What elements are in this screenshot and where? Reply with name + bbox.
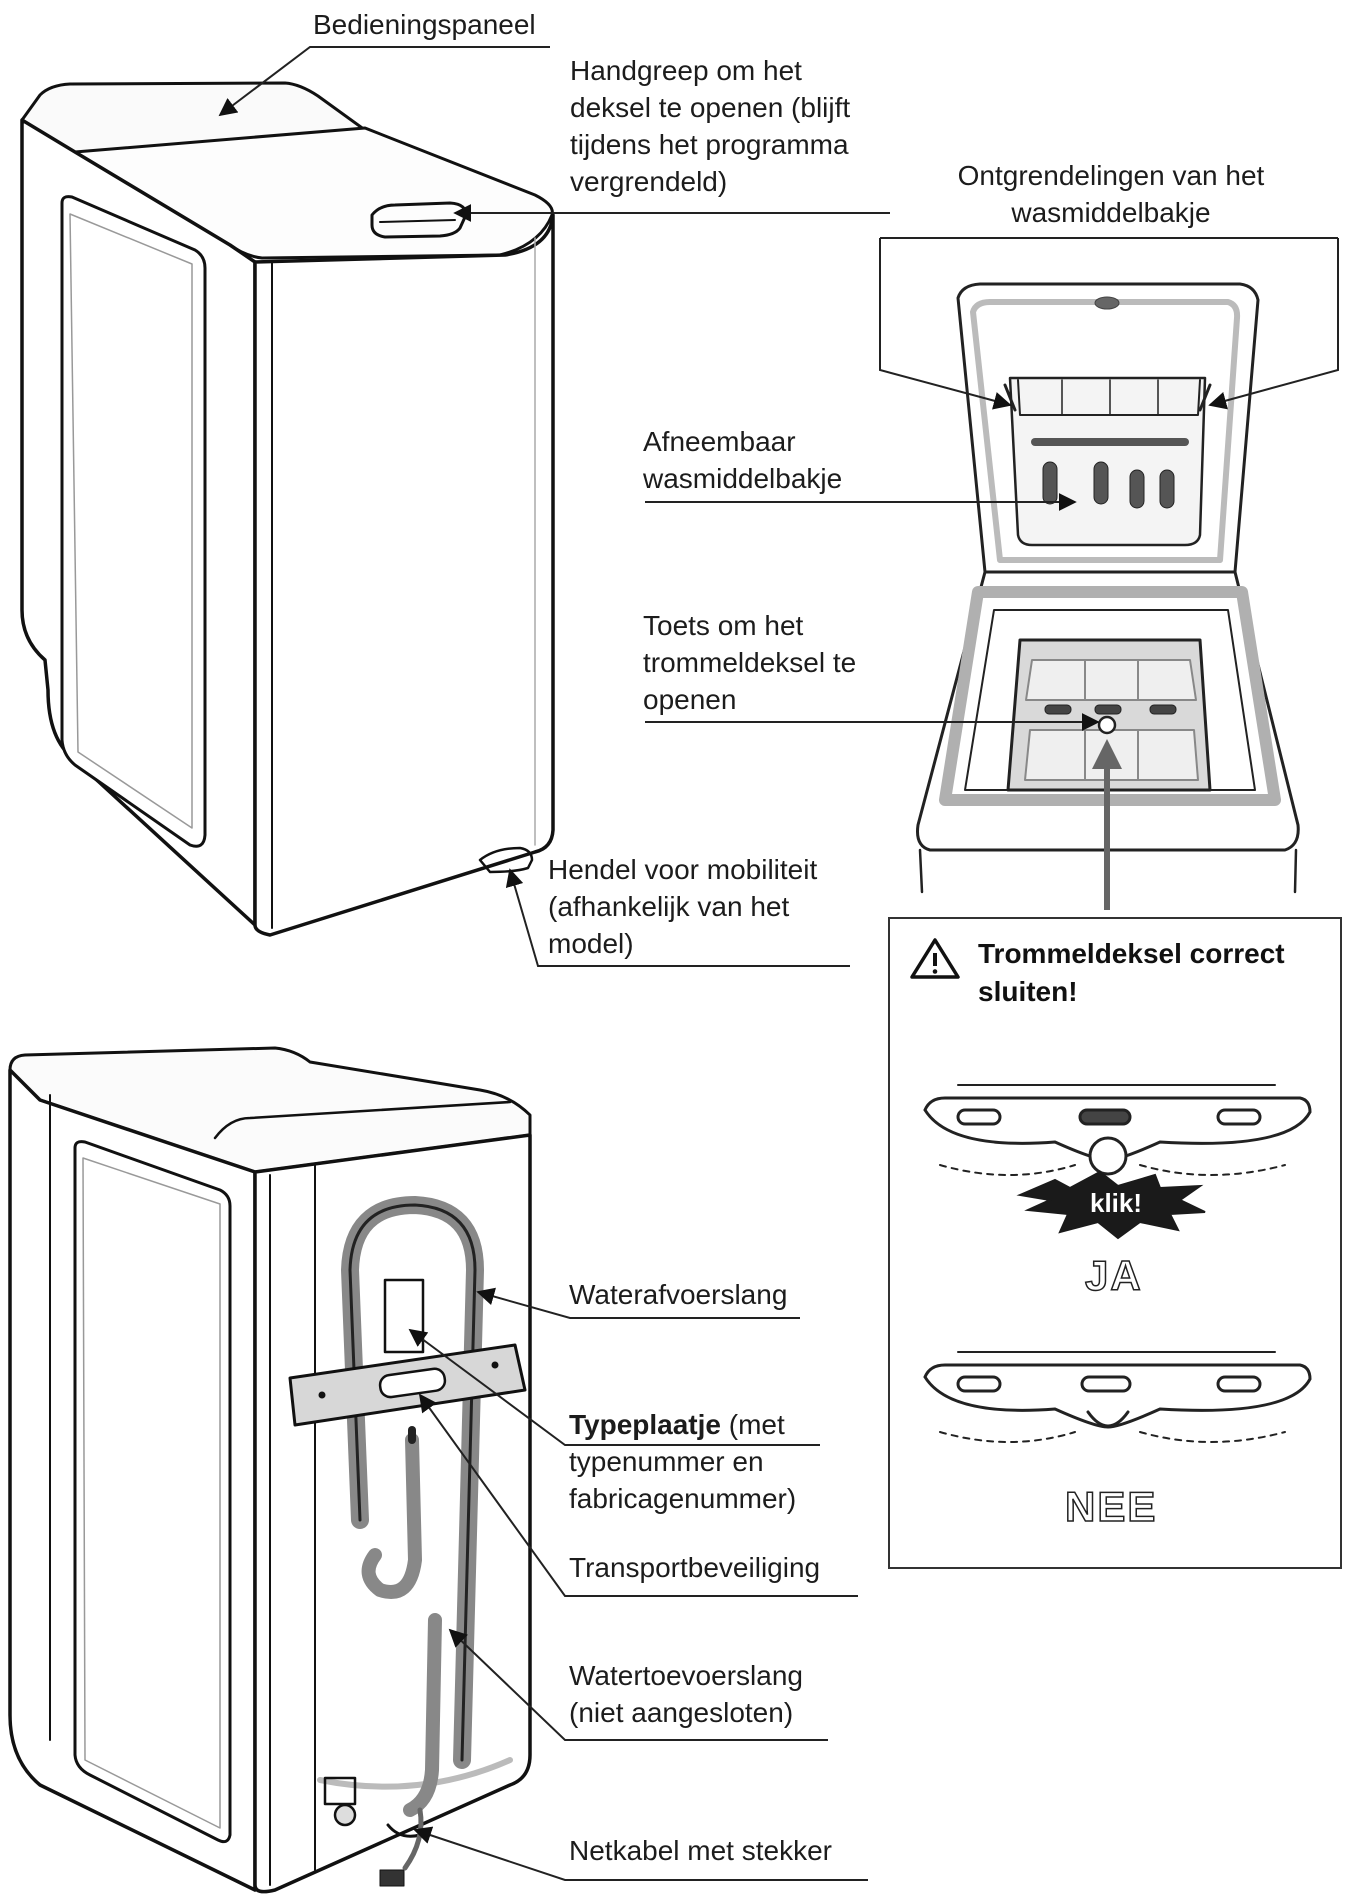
label-lid-handle-line: Handgreep om het [570, 55, 802, 86]
label-transit-bolt-text: Transportbeveiliging [569, 1552, 821, 1583]
label-lid-handle-line: deksel te openen (blijft [570, 92, 851, 123]
machine-front-illustration [20, 81, 555, 937]
label-lid-handle: Handgreep om het deksel te openen (blijf… [570, 52, 850, 200]
label-power-cable: Netkabel met stekker [569, 1832, 832, 1869]
label-rating-plate-bold: Typeplaatje [569, 1409, 721, 1440]
label-inlet-hose: Watertoevoerslang (niet aangesloten) [569, 1657, 803, 1731]
label-rating-plate-line: typenummer en [569, 1446, 764, 1477]
label-power-cable-text: Netkabel met stekker [569, 1835, 832, 1866]
label-mobility-lever-line: (afhankelijk van het [548, 891, 790, 922]
drum-lid-closed-incorrect [923, 1351, 1312, 1443]
label-rating-plate-rest: (met [720, 1409, 785, 1440]
verdict-no: NEE [1064, 1482, 1158, 1531]
warning-triangle-icon [910, 938, 960, 979]
label-dispenser-release: Ontgrendelingen van het wasmiddelbakje [936, 157, 1286, 231]
warning-box [888, 917, 1342, 1569]
label-dispenser-release-line: wasmiddelbakje [1011, 197, 1211, 228]
machine-open-illustration [916, 282, 1300, 894]
warning-title-line: Trommeldeksel correct [978, 938, 1285, 969]
label-drum-button-line: openen [643, 684, 737, 715]
leader-lines-top [218, 46, 890, 967]
label-lid-handle-line: tijdens het programma [570, 129, 849, 160]
label-dispenser-release-line: Ontgrendelingen van het [957, 160, 1265, 191]
label-rating-plate: Typeplaatje (met typenummer en fabricage… [569, 1406, 796, 1517]
label-drum-button-line: Toets om het [643, 610, 804, 641]
label-inlet-hose-line: (niet aangesloten) [569, 1697, 794, 1728]
label-drain-hose-text: Waterafvoerslang [569, 1279, 788, 1310]
label-rating-plate-line: fabricagenummer) [569, 1483, 797, 1514]
label-control-panel-text: Bedieningspaneel [313, 9, 536, 40]
label-rating-plate-line: Typeplaatje (met [569, 1406, 796, 1443]
label-mobility-lever: Hendel voor mobiliteit (afhankelijk van … [548, 851, 817, 962]
label-drum-button-line: trommeldeksel te [643, 647, 857, 678]
label-drum-button: Toets om het trommeldeksel te openen [643, 607, 856, 718]
label-lid-handle-line: vergrendeld) [570, 166, 728, 197]
click-label: klik! [1090, 1188, 1143, 1218]
label-inlet-hose-line: Watertoevoerslang [569, 1660, 803, 1691]
warning-title: Trommeldeksel correct sluiten! [978, 935, 1285, 1011]
label-removable-dispenser-line: Afneembaar [643, 426, 796, 457]
label-control-panel: Bedieningspaneel [313, 6, 536, 43]
label-removable-dispenser: Afneembaar wasmiddelbakje [643, 423, 842, 497]
label-removable-dispenser-line: wasmiddelbakje [643, 463, 843, 494]
drum-lid-closed-correct [923, 1084, 1312, 1240]
label-mobility-lever-line: Hendel voor mobiliteit [548, 854, 818, 885]
warning-title-line: sluiten! [978, 976, 1078, 1007]
machine-back-illustration [8, 1046, 532, 1894]
verdict-yes: JA [1084, 1251, 1143, 1300]
leader-lines-bottom [408, 1287, 868, 1881]
leader-lines-right [645, 237, 1339, 910]
label-mobility-lever-line: model) [548, 928, 634, 959]
label-drain-hose: Waterafvoerslang [569, 1276, 787, 1313]
label-transit-bolt: Transportbeveiliging [569, 1549, 820, 1586]
